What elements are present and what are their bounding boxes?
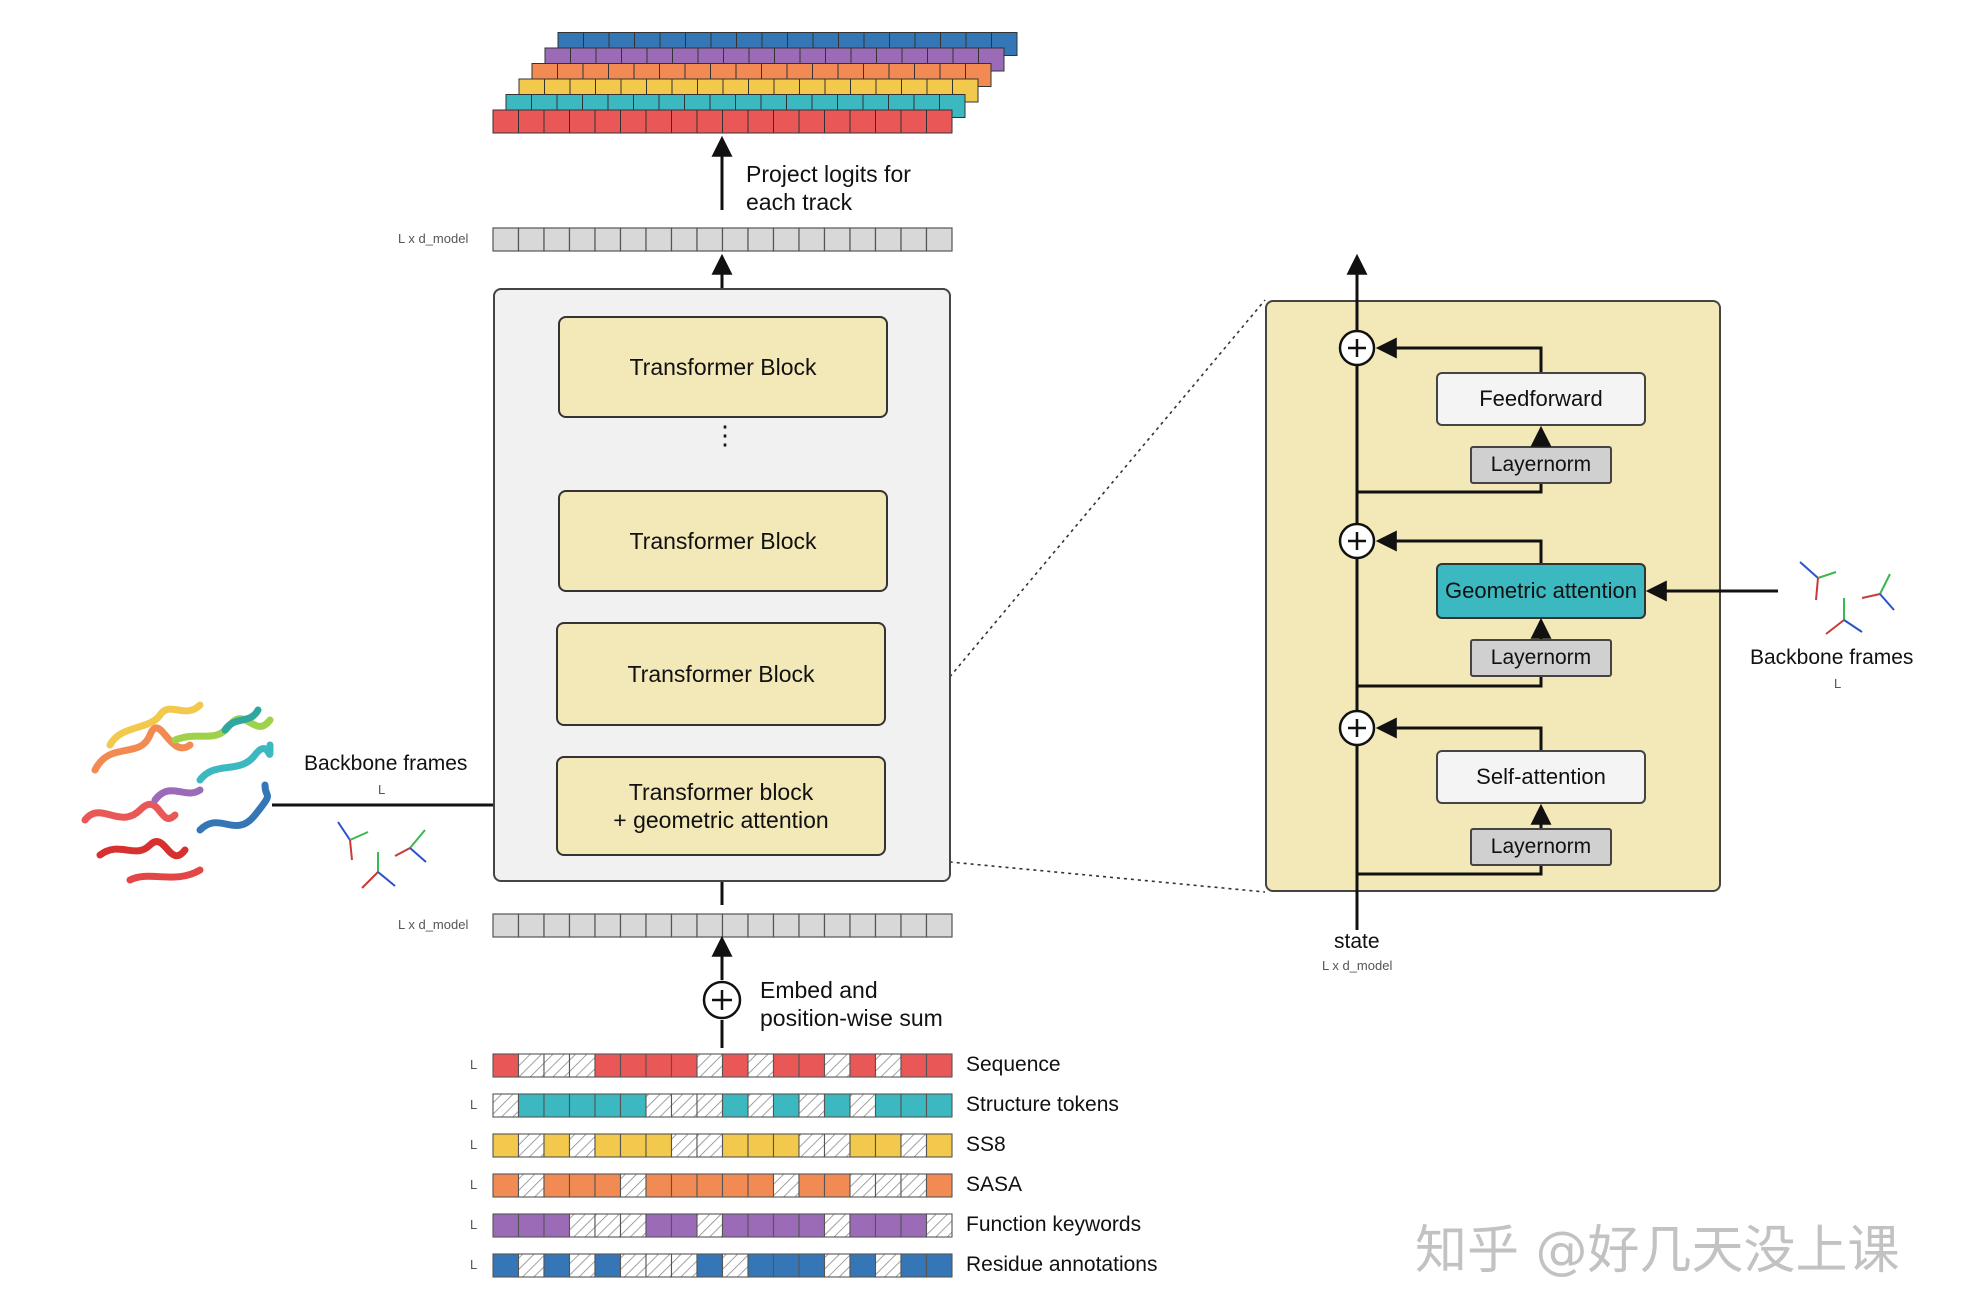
backbone-frames-glyph-right <box>1799 561 1895 635</box>
bottom-embedding-cell <box>925 913 953 938</box>
track-cell <box>925 1093 953 1118</box>
layernorm-label-3: Layernorm <box>1490 835 1592 858</box>
dim-label-top: L x d_model <box>398 231 469 246</box>
top-embedding-cell <box>925 227 953 252</box>
track-length-label: L <box>470 1057 478 1072</box>
backbone-frames-glyph-left <box>337 821 427 889</box>
track-cell <box>925 1173 953 1198</box>
transformer-block-middle-label: Transformer Block <box>629 528 817 554</box>
geometric-attention-label: Geometric attention <box>1445 578 1637 603</box>
feedforward-box[interactable]: Feedforward <box>1436 372 1646 426</box>
transformer-block-top-label: Transformer Block <box>629 354 817 380</box>
track-name-label: Sequence <box>966 1053 1061 1076</box>
protein-structure-icon <box>81 701 274 884</box>
backbone-frames-left-sub: L <box>378 782 386 797</box>
feedforward-label: Feedforward <box>1479 386 1603 411</box>
track-length-label: L <box>470 1177 478 1192</box>
state-label: state <box>1334 930 1380 953</box>
project-logits-label: Project logits for each track <box>746 161 911 215</box>
backbone-frames-right-sub: L <box>1834 676 1842 691</box>
track-cell <box>925 1133 953 1158</box>
output-logit-cell <box>926 109 953 134</box>
dim-label-bottom: L x d_model <box>398 917 469 932</box>
self-attention-box[interactable]: Self-attention <box>1436 750 1646 804</box>
track-cell <box>925 1053 953 1078</box>
transformer-block-top[interactable]: Transformer Block <box>558 316 888 418</box>
bottom-embedding-strip <box>492 913 953 938</box>
backbone-frames-left-label: Backbone frames <box>304 752 468 775</box>
track-length-label: L <box>470 1137 478 1152</box>
track-name-label: SASA <box>966 1173 1023 1196</box>
track-name-label: SS8 <box>966 1133 1006 1156</box>
top-embedding-strip <box>492 227 953 252</box>
backbone-frames-right-label: Backbone frames <box>1750 646 1914 669</box>
transformer-block-geometric-label: Transformer block + geometric attention <box>613 779 829 833</box>
residual-add-node-3 <box>1338 709 1376 747</box>
output-logits-stack <box>492 32 1018 134</box>
geometric-attention-box[interactable]: Geometric attention <box>1436 563 1646 619</box>
state-sub-label: L x d_model <box>1322 958 1393 973</box>
embed-sum-label: Embed and position-wise sum <box>760 977 943 1031</box>
layernorm-label-1: Layernorm <box>1490 453 1592 476</box>
transformer-block-lower[interactable]: Transformer Block <box>556 622 886 726</box>
track-name-label: Structure tokens <box>966 1093 1119 1116</box>
track-name-label: Function keywords <box>966 1213 1142 1236</box>
watermark: 知乎 @好几天没上课 <box>1415 1221 1900 1281</box>
transformer-block-middle[interactable]: Transformer Block <box>558 490 888 592</box>
transformer-block-geometric[interactable]: Transformer block + geometric attention <box>556 756 886 856</box>
layernorm-box-2[interactable]: Layernorm <box>1470 639 1612 677</box>
input-tracks <box>492 1053 953 1278</box>
layernorm-box-1[interactable]: Layernorm <box>1470 446 1612 484</box>
track-length-label: L <box>470 1257 478 1272</box>
track-length-label: L <box>470 1097 478 1112</box>
track-length-label: L <box>470 1217 478 1232</box>
transformer-block-lower-label: Transformer Block <box>627 661 815 687</box>
track-cell <box>925 1213 953 1238</box>
layernorm-box-3[interactable]: Layernorm <box>1470 828 1612 866</box>
residual-add-node-2 <box>1338 522 1376 560</box>
residual-add-node-1 <box>1338 329 1376 367</box>
track-cell <box>925 1253 953 1278</box>
self-attention-label: Self-attention <box>1476 764 1606 789</box>
layernorm-label-2: Layernorm <box>1490 646 1592 669</box>
track-name-label: Residue annotations <box>966 1253 1158 1276</box>
